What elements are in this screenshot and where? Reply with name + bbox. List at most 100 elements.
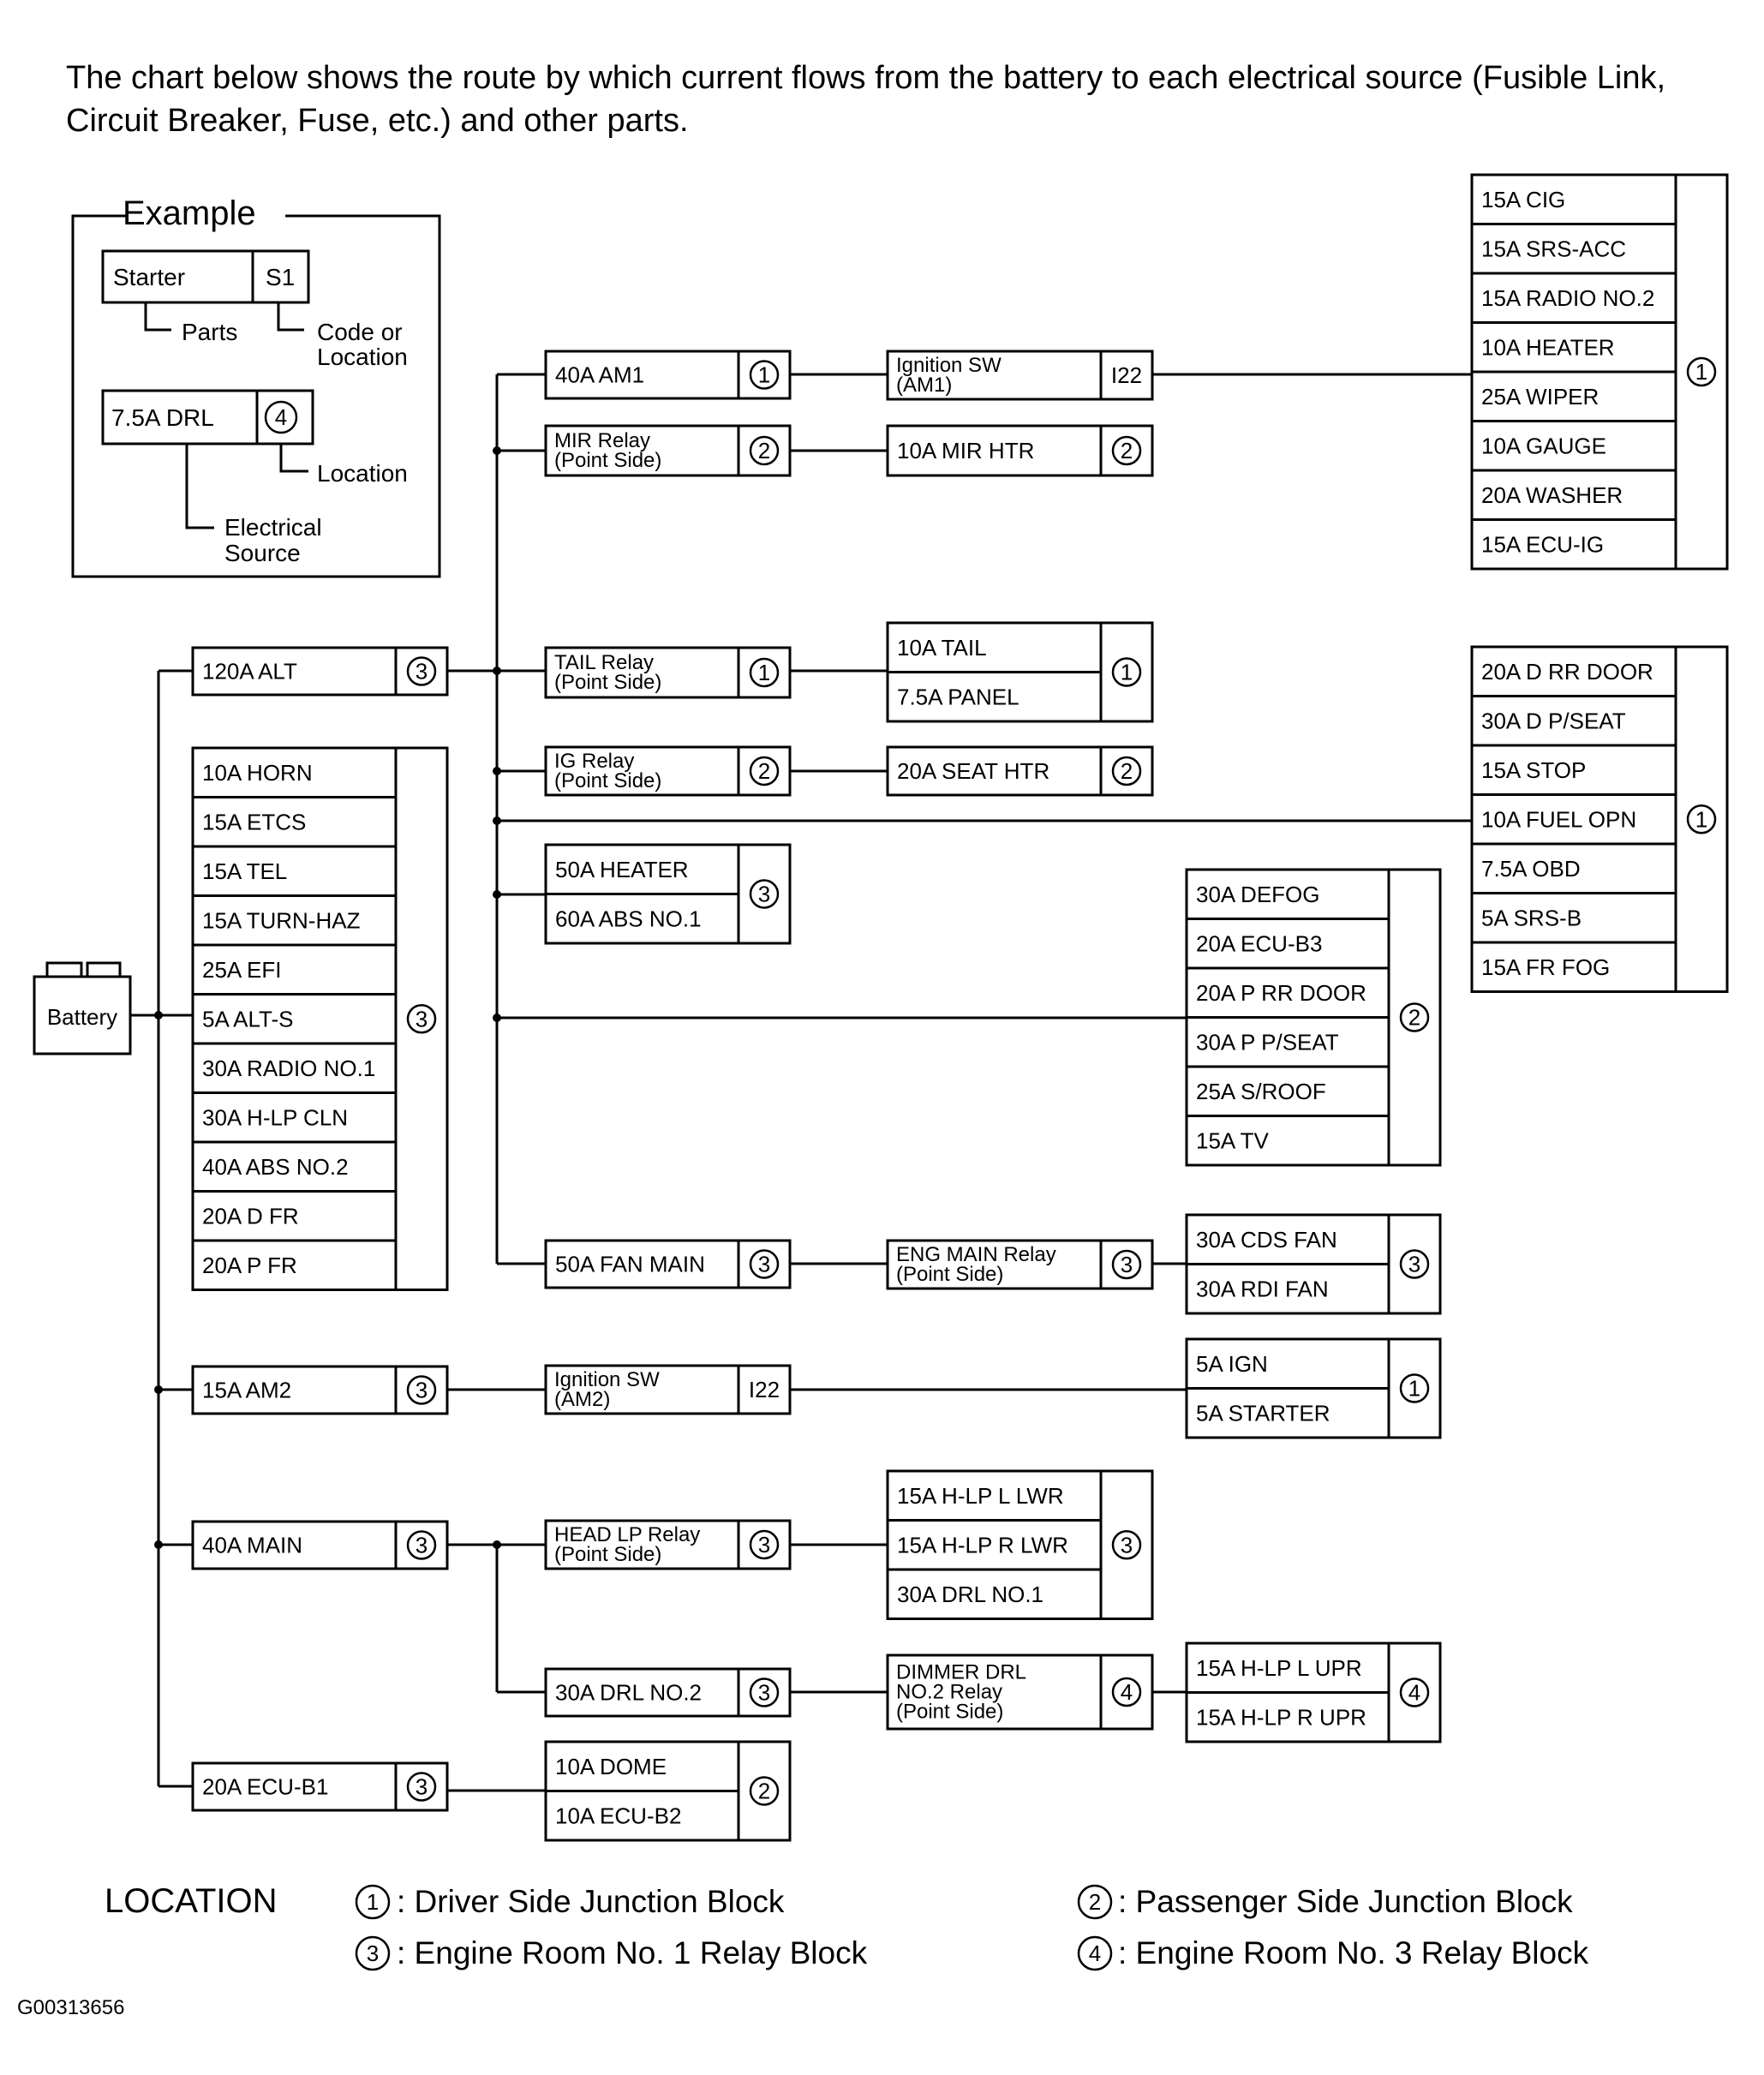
example-box [71, 214, 441, 578]
location-marker [749, 1677, 780, 1707]
location-number: 3 [416, 1533, 428, 1558]
location-marker [1399, 1677, 1430, 1707]
fuse-entry: 20A P RR DOOR [1196, 980, 1366, 1006]
svg-text:1: 1 [367, 1889, 379, 1915]
fuse-entry: 30A H-LP CLN [202, 1104, 348, 1130]
component-label-line1: IG Relay [554, 750, 634, 773]
component-label: 20A ECU-B1 [202, 1774, 328, 1800]
fuse-entry: 30A DRL NO.1 [897, 1582, 1043, 1607]
component-label-line1: Ignition SW [896, 354, 1002, 377]
component-label-line2: (Point Side) [896, 1263, 1003, 1286]
example-part-name: Starter [113, 264, 185, 290]
component-label-line1: ENG MAIN Relay [896, 1243, 1056, 1266]
component-label-line3: (Point Side) [896, 1701, 1003, 1724]
fuse-20a-ecu-b1: 20A ECU-B1 3 [191, 1761, 449, 1812]
location-marker [749, 435, 780, 466]
location-marker [406, 656, 437, 686]
location-marker [1686, 804, 1717, 834]
location-number: 4 [1408, 1680, 1420, 1706]
example-source-label-1: Electrical [224, 514, 322, 541]
location-number: 4 [1121, 1679, 1133, 1705]
fuse-entry: 15A CIG [1481, 187, 1565, 212]
location-marker [1111, 435, 1142, 466]
fuse-entry: 10A TAIL [897, 635, 987, 661]
location-number: 3 [1408, 1252, 1420, 1277]
location-marker [406, 1530, 437, 1560]
location-number: 1 [758, 362, 770, 388]
location-number: 2 [758, 1779, 770, 1804]
ignition-sw-am2: Ignition SW(AM2)I22 [544, 1364, 792, 1415]
location-number: 3 [1121, 1252, 1133, 1277]
fuse-entry: 15A RADIO NO.2 [1481, 285, 1654, 311]
svg-text:: Engine Room No. 1 Relay Bloc: : Engine Room No. 1 Relay Block [397, 1935, 868, 1970]
fuse-entry: 30A D P/SEAT [1481, 708, 1626, 733]
example-code-label-1: Code or [317, 319, 403, 345]
location-legend-item-2: 2 : Passenger Side Junction Block [1077, 1884, 1573, 1920]
example-source-box [101, 389, 314, 529]
fuse-entry: 15A TV [1196, 1127, 1269, 1153]
location-legend-item-4: 4 : Engine Room No. 3 Relay Block [1077, 1935, 1589, 1971]
fuse-entry: 15A H-LP R UPR [1196, 1704, 1366, 1730]
svg-text:: Engine Room No. 3 Relay Bloc: : Engine Room No. 3 Relay Block [1118, 1935, 1589, 1970]
location-marker [1111, 1249, 1142, 1280]
fuse-entry: 25A EFI [202, 957, 282, 983]
component-label: 40A MAIN [202, 1533, 302, 1558]
example-part-code: S1 [266, 264, 295, 290]
location-number: 3 [416, 1774, 428, 1800]
fuse-entry: 10A FUEL OPN [1481, 806, 1636, 832]
example-location-label: Location [317, 460, 408, 487]
location-marker [1111, 1677, 1142, 1707]
ig-relay: IG Relay(Point Side)2 [544, 745, 792, 797]
component-label: 20A SEAT HTR [897, 758, 1049, 784]
location-marker [749, 756, 780, 786]
location-number: 3 [758, 1532, 770, 1558]
location-marker [406, 1772, 437, 1802]
component-label: 40A AM1 [555, 362, 644, 388]
component-label-line1: HEAD LP Relay [554, 1523, 700, 1546]
svg-text:2: 2 [1089, 1889, 1101, 1915]
fuse-entry: 15A ECU-IG [1481, 531, 1604, 557]
component-label-line2: NO.2 Relay [896, 1681, 1002, 1704]
location-marker [406, 1375, 437, 1405]
fuse-entry: 7.5A OBD [1481, 856, 1581, 882]
fuse-entry: 60A ABS NO.1 [555, 906, 702, 931]
component-label-line2: (AM1) [896, 374, 952, 397]
location-number: 2 [1121, 758, 1133, 784]
location-marker [406, 1004, 437, 1034]
example-parts-label: Parts [182, 319, 237, 345]
component-label: 50A FAN MAIN [555, 1252, 705, 1277]
component-label-line2: (Point Side) [554, 1543, 661, 1566]
fuse-entry: 20A D RR DOOR [1481, 659, 1653, 685]
fuse-entry: 20A WASHER [1481, 482, 1623, 508]
fuse-entry: 5A IGN [1196, 1351, 1268, 1377]
location-marker [1111, 657, 1142, 687]
fuse-entry: 30A RADIO NO.1 [202, 1055, 375, 1081]
tail-relay: TAIL Relay(Point Side)1 [544, 646, 792, 699]
fuse-entry: 10A DOME [555, 1754, 667, 1779]
component-label-line1: Ignition SW [554, 1368, 660, 1391]
component-label: 30A DRL NO.2 [555, 1680, 702, 1706]
fuse-entry: 10A HEATER [1481, 334, 1615, 360]
fuse-entry: 25A S/ROOF [1196, 1079, 1326, 1104]
eng-main-relay: ENG MAIN Relay(Point Side) 3 [886, 1239, 1154, 1290]
location-marker [749, 1529, 780, 1560]
location-number: 1 [1121, 660, 1133, 685]
junction-dots [154, 446, 501, 1549]
component-label-line2: (AM2) [554, 1388, 610, 1411]
fuse-entry: 5A ALT-S [202, 1006, 293, 1032]
location-number: 3 [758, 882, 770, 907]
